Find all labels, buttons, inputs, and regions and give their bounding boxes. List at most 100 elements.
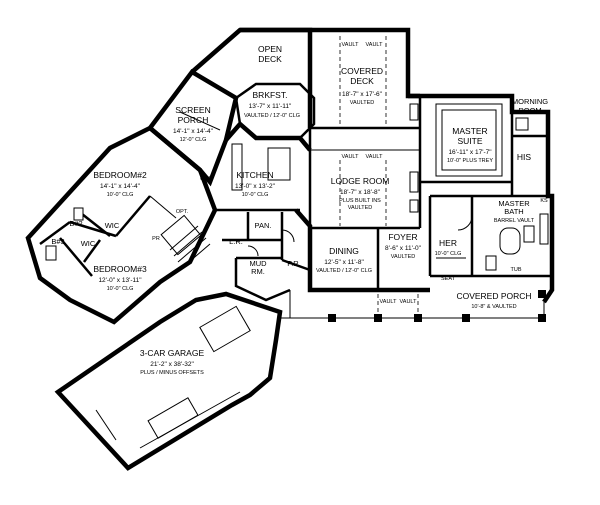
svg-text:BEDROOM#3: BEDROOM#3 (93, 264, 147, 274)
svg-text:12'-0" x 13'-11": 12'-0" x 13'-11" (98, 277, 142, 284)
master-wing-walls (408, 93, 555, 304)
svg-text:HER: HER (439, 238, 457, 248)
svg-text:P.R.: P.R. (287, 259, 301, 268)
svg-text:10'-0" CLG: 10'-0" CLG (435, 251, 462, 257)
svg-text:3-CAR GARAGE: 3-CAR GARAGE (140, 348, 205, 358)
svg-text:OPEN: OPEN (258, 44, 282, 54)
room-label-his: HIS (517, 152, 532, 162)
vault-note: VAULT (366, 42, 384, 48)
svg-text:ROOM: ROOM (518, 106, 541, 115)
svg-text:VAULTED / 12'-0" CLG: VAULTED / 12'-0" CLG (244, 113, 300, 119)
svg-text:DECK: DECK (350, 76, 374, 86)
room-label-open-deck: OPEN DECK (258, 44, 282, 64)
svg-text:DINING: DINING (329, 246, 359, 256)
svg-text:BRKFST.: BRKFST. (253, 90, 288, 100)
tub-note: TUB (511, 267, 522, 273)
svg-text:VAULTED: VAULTED (391, 254, 416, 260)
svg-text:10'-0" PLUS TREY: 10'-0" PLUS TREY (447, 158, 493, 164)
room-label-lodge-room: LODGE ROOM 18'-7" x 18'-8" PLUS BUILT IN… (331, 176, 390, 211)
svg-text:21'-2" x 38'-32": 21'-2" x 38'-32" (150, 361, 194, 368)
bedroom-wing-walls (25, 125, 218, 325)
svg-text:VAULTED: VAULTED (348, 205, 373, 211)
svg-text:10'-0" CLG: 10'-0" CLG (107, 286, 134, 292)
svg-text:MASTER: MASTER (452, 126, 487, 136)
svg-text:L.R.: L.R. (229, 237, 243, 246)
garage-walls (54, 291, 283, 471)
svg-text:PORCH: PORCH (178, 115, 209, 125)
svg-text:12'-5" x 11'-8": 12'-5" x 11'-8" (324, 259, 364, 266)
room-label-foyer: FOYER 8'-6" x 11'-0" VAULTED (385, 232, 422, 260)
stair-note: PR (152, 236, 160, 242)
svg-text:BEDROOM#2: BEDROOM#2 (93, 170, 147, 180)
svg-text:18'-7" x 17'-6": 18'-7" x 17'-6" (342, 91, 383, 98)
svg-text:VAULTED: VAULTED (350, 100, 375, 106)
room-label-kitchen: KITCHEN 13'-0" x 13'-2" 10'-0" CLG (235, 170, 276, 198)
svg-text:BATH: BATH (504, 207, 523, 216)
opt-note: OPT. (176, 209, 189, 215)
svg-text:BARREL VAULT: BARREL VAULT (494, 218, 535, 224)
svg-text:B#2: B#2 (69, 219, 82, 228)
vault-note: VAULT (366, 154, 384, 160)
svg-text:14'-1" x 14'-4": 14'-1" x 14'-4" (173, 128, 214, 135)
room-label-b2: B#2 (69, 219, 82, 228)
room-label-garage: 3-CAR GARAGE 21'-2" x 38'-32" PLUS / MIN… (140, 348, 205, 376)
svg-text:10'-0" CLG: 10'-0" CLG (107, 192, 134, 198)
seat-note: SEAT (441, 276, 456, 282)
svg-text:SCREEN: SCREEN (175, 105, 210, 115)
svg-text:MASTER: MASTER (498, 199, 530, 208)
room-label-master-bath: MASTER BATH BARREL VAULT (494, 199, 535, 224)
svg-text:KITCHEN: KITCHEN (236, 170, 273, 180)
vault-note: VAULT (342, 42, 360, 48)
kitchen-walls (160, 120, 312, 302)
svg-text:SUITE: SUITE (457, 136, 482, 146)
plan-notes: VAULT VAULT VAULT VAULT VAULT VAULT UTIL… (152, 42, 548, 305)
svg-text:B#3: B#3 (51, 237, 64, 246)
svg-text:PLUS BUILT INS: PLUS BUILT INS (339, 198, 381, 204)
ks-note: KS (540, 198, 548, 204)
room-label-dining: DINING 12'-5" x 11'-8" VAULTED / 12'-0" … (316, 246, 372, 274)
svg-text:PAN.: PAN. (255, 221, 272, 230)
svg-text:10'-8" & VAULTED: 10'-8" & VAULTED (471, 304, 516, 310)
room-label-pr: P.R. (287, 259, 301, 268)
svg-text:13'-0" x 13'-2": 13'-0" x 13'-2" (235, 183, 276, 190)
svg-text:8'-6" x 11'-0": 8'-6" x 11'-0" (385, 245, 422, 252)
vault-note: VAULT (342, 154, 360, 160)
svg-text:RM.: RM. (251, 267, 265, 276)
svg-text:12'-0" CLG: 12'-0" CLG (180, 137, 207, 143)
room-label-covered-porch: COVERED PORCH 10'-8" & VAULTED (456, 291, 531, 310)
room-label-lr: L.R. (229, 237, 243, 246)
svg-text:COVERED: COVERED (341, 66, 383, 76)
room-label-brkfst: BRKFST. 13'-7" x 11'-11" VAULTED / 12'-0… (244, 90, 300, 119)
room-label-mud-rm: MUD RM. (249, 259, 267, 276)
vault-note: VAULT (400, 299, 418, 305)
room-label-wic-upper: WIC (105, 221, 120, 230)
svg-text:18'-7" x 18'-8": 18'-7" x 18'-8" (340, 189, 381, 196)
svg-text:WIC: WIC (105, 221, 120, 230)
room-label-bedroom-3: BEDROOM#3 12'-0" x 13'-11" 10'-0" CLG (93, 264, 147, 292)
svg-text:MUD: MUD (249, 259, 267, 268)
util-note: UTIL (200, 176, 212, 182)
room-label-morning-room: MORNING ROOM (512, 97, 548, 115)
svg-text:LODGE ROOM: LODGE ROOM (331, 176, 390, 186)
svg-text:10'-0" CLG: 10'-0" CLG (242, 192, 269, 198)
vault-note: VAULT (380, 299, 398, 305)
svg-text:HIS: HIS (517, 152, 532, 162)
room-label-her: HER 10'-0" CLG (435, 238, 462, 257)
svg-text:14'-1" x 14'-4": 14'-1" x 14'-4" (100, 183, 141, 190)
svg-text:PLUS / MINUS OFFSETS: PLUS / MINUS OFFSETS (140, 370, 204, 376)
room-label-b3: B#3 (51, 237, 64, 246)
room-label-master-suite: MASTER SUITE 16'-11" x 17'-7" 10'-0" PLU… (447, 126, 493, 164)
room-label-bedroom-2: BEDROOM#2 14'-1" x 14'-4" 10'-0" CLG (93, 170, 147, 198)
svg-text:DECK: DECK (258, 54, 282, 64)
svg-text:MORNING: MORNING (512, 97, 548, 106)
room-label-covered-deck: COVERED DECK 18'-7" x 17'-6" VAULTED (341, 66, 383, 106)
room-label-pan: PAN. (255, 221, 272, 230)
svg-text:13'-7" x 11'-11": 13'-7" x 11'-11" (249, 103, 292, 110)
svg-text:COVERED PORCH: COVERED PORCH (456, 291, 531, 301)
room-label-screen-porch: SCREEN PORCH 14'-1" x 14'-4" 12'-0" CLG (173, 105, 214, 143)
covered-porch-walls (279, 290, 546, 322)
svg-text:WIC: WIC (81, 239, 96, 248)
room-label-wic-lower: WIC (81, 239, 96, 248)
svg-text:VAULTED / 12'-0" CLG: VAULTED / 12'-0" CLG (316, 268, 372, 274)
